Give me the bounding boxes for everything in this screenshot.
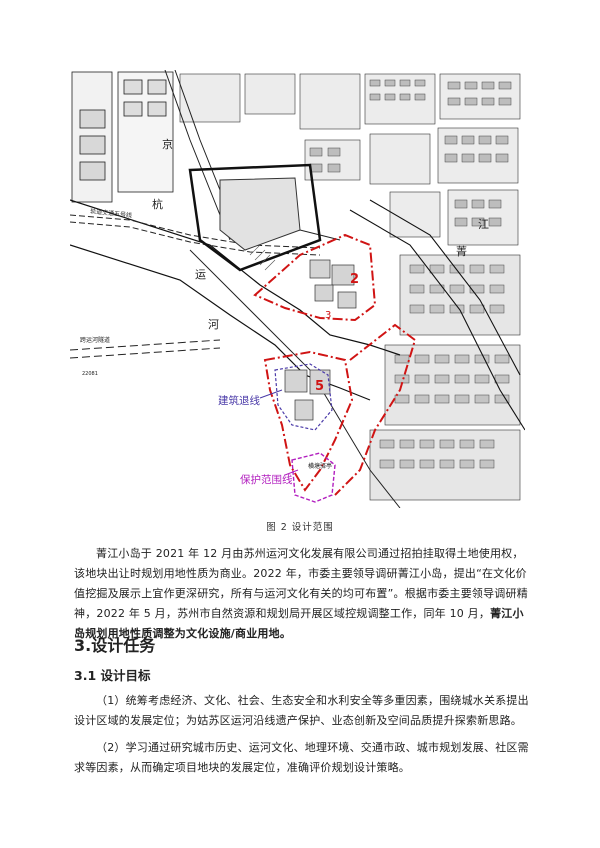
site-plan-map: 京 杭 运 河 江 菁 跨运河隧道 轨道交通五号线 22081 2 3 5 横塘… bbox=[70, 70, 525, 508]
label-he: 河 bbox=[208, 318, 219, 331]
label-tunnel: 跨运河隧道 bbox=[80, 336, 110, 344]
label-jing2: 菁 bbox=[456, 245, 467, 258]
section-title: 3.设计任务 bbox=[74, 636, 156, 655]
site-number-2: 2 bbox=[350, 272, 359, 287]
paragraph-background: 菁江小岛于 2021 年 12 月由苏州运河文化发展有限公司通过招拍挂取得土地使… bbox=[74, 544, 532, 644]
subsection-title: 3.1 设计目标 bbox=[74, 668, 151, 683]
site-number-3: 3 bbox=[325, 310, 331, 321]
label-yun: 运 bbox=[195, 268, 206, 281]
paragraph-background-text: 菁江小岛于 2021 年 12 月由苏州运河文化发展有限公司通过招拍挂取得土地使… bbox=[74, 547, 528, 620]
label-code: 22081 bbox=[82, 371, 98, 377]
label-setback-line: 建筑退线 bbox=[218, 394, 260, 407]
label-jing: 京 bbox=[162, 137, 173, 151]
paragraph-background-emphasis: 菁江小岛规划用地性质调整为文化设施/商业用地。 bbox=[74, 607, 524, 640]
paragraph-goal-1: （1）统筹考虑经济、文化、社会、生态安全和水利安全等多重因素，围绕城水关系提出设… bbox=[74, 694, 529, 727]
label-jiang: 江 bbox=[478, 218, 489, 231]
label-hang: 杭 bbox=[152, 197, 163, 211]
paragraph-goal-2: （2）学习通过研究城市历史、运河文化、地理环境、交通市政、城市规划发展、社区需求… bbox=[74, 741, 529, 774]
label-bridge: 横塘驿亭 bbox=[308, 462, 332, 470]
figure-caption: 图 2 设计范围 bbox=[266, 522, 334, 533]
site-number-5: 5 bbox=[315, 379, 324, 394]
label-protection-line: 保护范围线 bbox=[240, 473, 293, 486]
